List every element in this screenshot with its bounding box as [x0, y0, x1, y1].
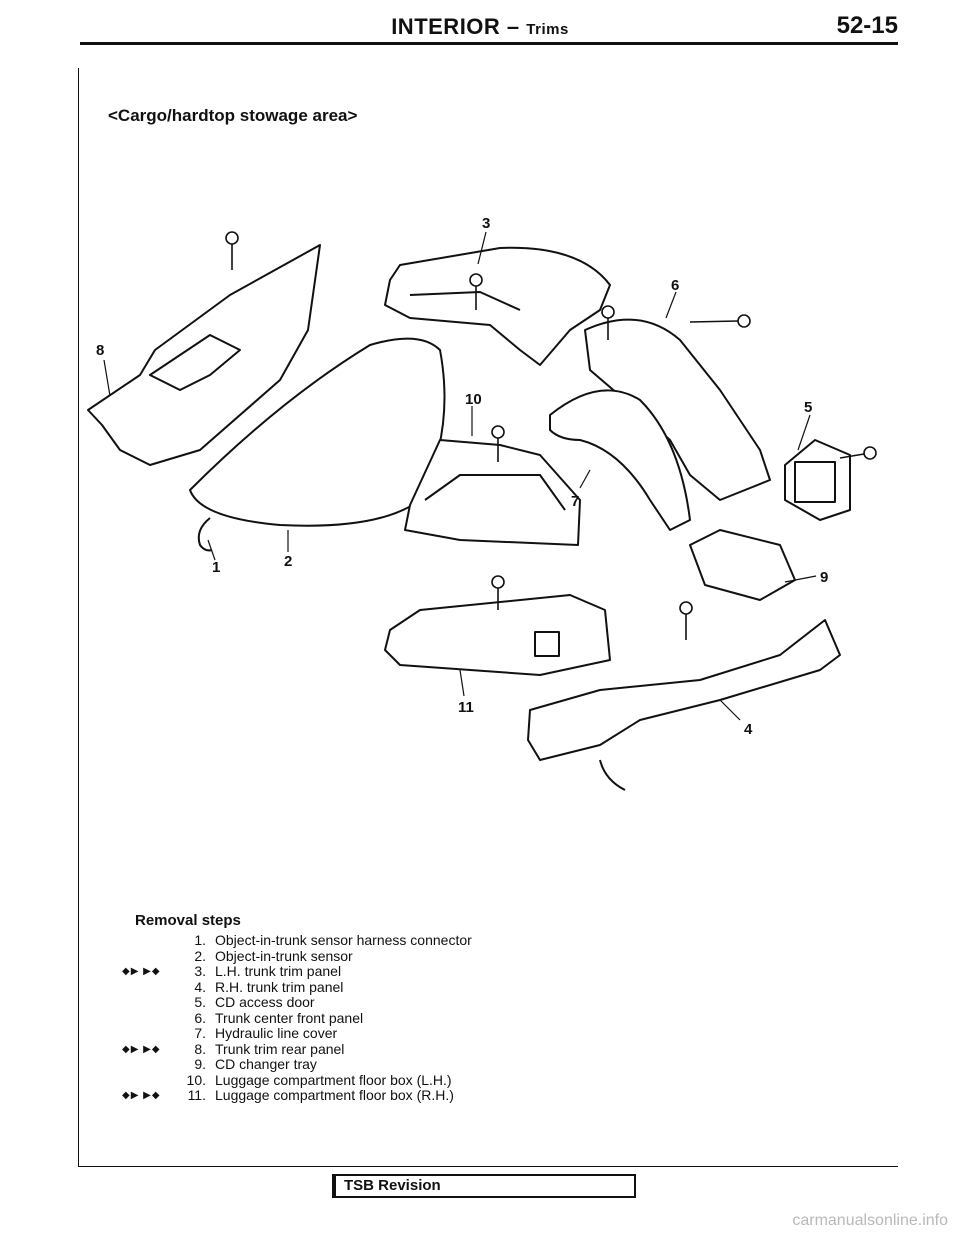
part-9-cd-changer-tray — [689, 529, 796, 601]
step-number: 4. — [194, 978, 206, 995]
removal-step: 7. Hydraulic line cover — [135, 1025, 337, 1042]
callout-1: 1 — [212, 559, 220, 576]
step-number: 6. — [194, 1009, 206, 1026]
step-label: R.H. trunk trim panel — [215, 978, 344, 995]
removal-step: 10. Luggage compartment floor box (L.H.) — [135, 1071, 452, 1089]
clip-icon — [469, 273, 483, 287]
step-arrows: ◆▶ ▶◆ — [122, 1090, 161, 1101]
header-rule — [80, 42, 898, 45]
callout-11: 11 — [458, 699, 474, 716]
section-subtitle: Trims — [526, 21, 569, 38]
part-7-hydraulic-line-cover — [549, 389, 691, 531]
step-label: CD changer tray — [215, 1056, 317, 1072]
callout-6: 6 — [671, 277, 679, 294]
removal-steps-list: 1. Object-in-trunk sensor harness connect… — [122, 932, 472, 1104]
step-label: Trunk trim rear panel — [215, 1040, 345, 1057]
clip-icon — [491, 575, 505, 589]
clip-icon — [601, 305, 615, 319]
removal-step: 5. CD access door — [135, 994, 314, 1011]
section-heading: <Cargo/hardtop stowage area> — [108, 106, 358, 125]
step-number: 9. — [194, 1056, 206, 1072]
callout-2: 2 — [284, 553, 292, 570]
callout-8: 8 — [96, 342, 104, 359]
removal-step: 6. Trunk center front panel — [135, 1009, 363, 1027]
removal-step: ◆▶ ▶◆ 3. L.H. trunk trim panel — [122, 963, 341, 980]
screw-icon — [737, 314, 751, 328]
step-label: Object-in-trunk sensor harness connector — [215, 932, 472, 948]
callout-4: 4 — [744, 721, 753, 738]
clip-icon — [225, 231, 239, 245]
removal-step: 4. R.H. trunk trim panel — [135, 978, 343, 996]
clip-icon — [491, 425, 505, 439]
removal-step: 2. Object-in-trunk sensor — [135, 947, 352, 965]
step-number: 5. — [194, 994, 206, 1010]
removal-step: ◆▶ ▶◆ 8. Trunk trim rear panel — [122, 1040, 344, 1058]
removal-step: 9. CD changer tray — [135, 1056, 317, 1073]
exploded-parts-diagram: 1 2 3 4 5 6 7 8 9 10 11 — [87, 215, 877, 791]
tsb-revision-box: TSB Revision — [332, 1174, 636, 1198]
step-label: Hydraulic line cover — [215, 1025, 338, 1041]
tsb-revision-label: TSB Revision — [344, 1177, 441, 1194]
step-label: Trunk center front panel — [215, 1009, 364, 1026]
footer-rule — [78, 1166, 898, 1167]
callout-3: 3 — [482, 215, 490, 232]
title-separator: – — [500, 14, 527, 39]
removal-steps: Removal steps 1. Object-in-trunk sensor h… — [122, 912, 472, 1104]
part-2-floor-board — [189, 337, 446, 527]
screw-icon — [863, 446, 877, 460]
step-number: 2. — [194, 947, 206, 964]
step-label: Luggage compartment floor box (R.H.) — [215, 1087, 454, 1103]
removal-steps-title: Removal steps — [135, 912, 241, 929]
step-number: 11. — [187, 1087, 206, 1103]
callout-7: 7 — [571, 493, 579, 510]
page-number: 52-15 — [836, 12, 898, 39]
part-10-floor-box-lh — [404, 439, 581, 546]
part-3-lh-trunk-trim-panel — [384, 246, 611, 366]
step-number: 1. — [194, 932, 206, 948]
left-margin-rule — [78, 68, 79, 1166]
removal-step: 1. Object-in-trunk sensor harness connect… — [135, 932, 471, 949]
step-arrows: ◆▶ ▶◆ — [122, 966, 161, 977]
part-4-rh-trunk-trim-panel — [527, 619, 841, 761]
watermark: carmanualsonline.info — [792, 1212, 948, 1229]
step-label: CD access door — [215, 994, 315, 1010]
step-number: 7. — [194, 1025, 206, 1041]
removal-step: ◆▶ ▶◆ 11. Luggage compartment floor box (R… — [122, 1087, 454, 1104]
step-label: L.H. trunk trim panel — [215, 963, 342, 979]
step-number: 8. — [194, 1040, 206, 1057]
page-title: INTERIOR – Trims — [0, 14, 960, 40]
step-label: Object-in-trunk sensor — [215, 947, 353, 964]
part-6-trunk-center-front-panel — [584, 318, 771, 501]
part-1-harness-connector — [197, 517, 213, 552]
step-number: 3. — [194, 963, 206, 979]
step-label: Luggage compartment floor box (L.H.) — [215, 1071, 452, 1088]
clip-icon — [679, 601, 693, 615]
callout-9: 9 — [820, 569, 828, 586]
step-number: 10. — [186, 1071, 206, 1088]
step-arrows: ◆▶ ▶◆ — [122, 1043, 161, 1055]
callout-10: 10 — [465, 391, 482, 408]
part-8-trunk-trim-rear-panel — [87, 244, 321, 466]
part-5-cd-access-door — [784, 439, 851, 521]
section-title: INTERIOR — [391, 14, 501, 39]
callout-5: 5 — [804, 399, 812, 416]
